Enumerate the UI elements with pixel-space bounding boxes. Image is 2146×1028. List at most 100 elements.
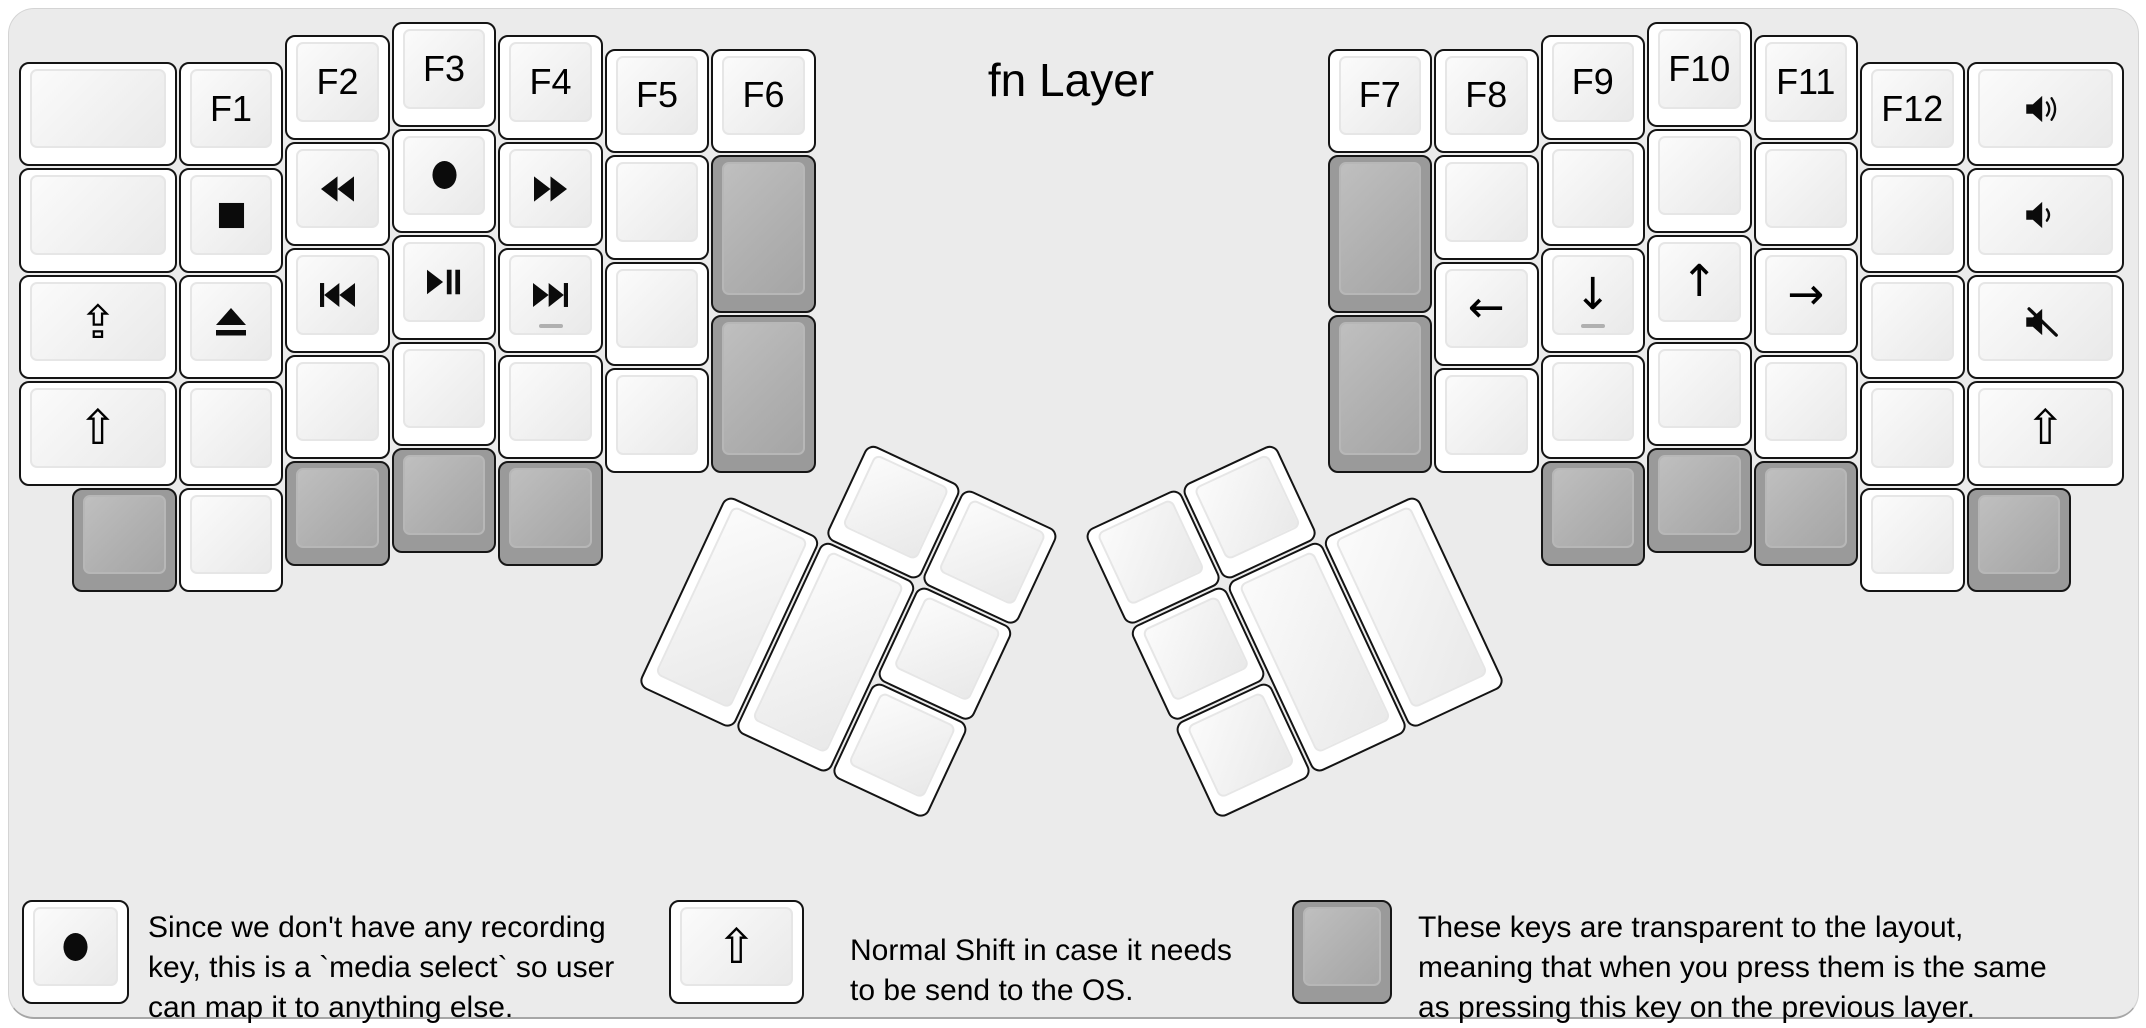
key-top — [189, 388, 273, 468]
transparent-key[interactable] — [711, 314, 816, 473]
key-top: F1 — [189, 68, 273, 149]
key-f3[interactable]: F3 — [391, 22, 497, 127]
play-pause-key[interactable] — [391, 235, 497, 340]
key-top: ⇪ — [30, 281, 166, 362]
key-f5[interactable]: F5 — [604, 48, 710, 154]
arrow-down-key[interactable]: ↓ — [1540, 248, 1645, 353]
blank-key[interactable] — [1860, 168, 1965, 273]
blank-key[interactable] — [1647, 341, 1752, 446]
key-top — [1338, 321, 1421, 455]
transparent-key[interactable] — [285, 461, 390, 566]
key-top — [402, 455, 486, 535]
key-top — [30, 175, 166, 255]
blank-key[interactable] — [1434, 368, 1539, 473]
blank-key[interactable] — [178, 487, 284, 593]
key-f7[interactable]: F7 — [1327, 48, 1432, 154]
key-label: F8 — [1465, 74, 1508, 116]
key-top — [189, 175, 273, 255]
arrow-left-key[interactable]: ← — [1434, 261, 1539, 367]
blank-key[interactable] — [1753, 354, 1858, 460]
blank-key[interactable] — [178, 381, 284, 486]
media-select-key[interactable] — [391, 128, 497, 233]
transparent-key[interactable] — [1753, 461, 1858, 566]
shift-key[interactable]: ⇧ — [19, 381, 177, 486]
key-top — [83, 494, 166, 575]
caps-lock-key[interactable]: ⇪ — [19, 274, 177, 380]
legend-text-line: These keys are transparent to the layout… — [1418, 911, 1964, 944]
arrow-up-icon: ↑ — [1680, 255, 1718, 307]
key-f10[interactable]: F10 — [1647, 22, 1752, 127]
key-f6[interactable]: F6 — [711, 48, 816, 154]
transparent-key[interactable] — [1327, 155, 1432, 313]
fast-forward-key[interactable] — [498, 141, 603, 247]
transparent-key[interactable] — [391, 448, 497, 553]
blank-key[interactable] — [604, 368, 710, 473]
key-f2[interactable]: F2 — [285, 35, 390, 140]
key-top: F11 — [1764, 42, 1847, 122]
key-top — [296, 361, 379, 442]
blank-key[interactable] — [1860, 274, 1965, 380]
blank-key[interactable] — [1860, 381, 1965, 486]
blank-key[interactable] — [285, 354, 390, 460]
key-top — [1871, 388, 1954, 468]
transparent-key[interactable] — [1327, 314, 1432, 473]
transparent-key[interactable] — [711, 155, 816, 313]
legend-text-line: key, this is a `media select` so user — [148, 951, 615, 984]
key-top — [1658, 348, 1741, 428]
key-f9[interactable]: F9 — [1540, 35, 1645, 140]
transparent-key[interactable] — [1647, 448, 1752, 553]
transparent-key[interactable] — [498, 461, 603, 566]
arrow-left-icon: ← — [1467, 282, 1505, 334]
transparent-key[interactable] — [1540, 461, 1645, 566]
key-f11[interactable]: F11 — [1753, 35, 1858, 140]
blank-key[interactable] — [1540, 354, 1645, 460]
key-top: F8 — [1445, 55, 1528, 136]
arrow-right-key[interactable]: → — [1753, 248, 1858, 353]
arrow-up-key[interactable]: ↑ — [1647, 235, 1752, 340]
key-top — [1096, 498, 1205, 606]
key-top — [402, 135, 486, 215]
next-track-key[interactable] — [498, 248, 603, 353]
key-top: F4 — [509, 42, 592, 122]
key-top — [1977, 68, 2114, 149]
shift-icon: ⇧ — [77, 400, 118, 457]
key-label: F10 — [1668, 47, 1731, 89]
blank-key[interactable] — [19, 168, 177, 273]
key-top: ← — [1445, 268, 1528, 349]
blank-key[interactable] — [1753, 141, 1858, 247]
transparent-key[interactable] — [72, 487, 177, 593]
blank-key[interactable] — [391, 341, 497, 446]
mute-key[interactable] — [1966, 274, 2125, 380]
key-top — [615, 162, 699, 242]
stop-key[interactable] — [178, 168, 284, 273]
record-icon — [431, 161, 457, 190]
key-top: F7 — [1338, 55, 1421, 136]
transparent-key[interactable] — [1966, 487, 2071, 593]
key-f1[interactable]: F1 — [178, 61, 284, 167]
key-top — [1871, 494, 1954, 575]
blank-key[interactable] — [1860, 487, 1965, 593]
eject-key[interactable] — [178, 274, 284, 380]
blank-key[interactable] — [19, 61, 177, 167]
blank-key[interactable] — [1540, 141, 1645, 247]
rewind-key[interactable] — [285, 141, 390, 247]
blank-key[interactable] — [1647, 128, 1752, 233]
blank-key[interactable] — [604, 261, 710, 367]
volume-down-key[interactable] — [1966, 168, 2125, 273]
blank-key[interactable] — [498, 354, 603, 460]
key-f12[interactable]: F12 — [1860, 61, 1965, 167]
legend-example-keycap: ⇧ — [669, 900, 804, 1004]
blank-key[interactable] — [1434, 155, 1539, 260]
key-f8[interactable]: F8 — [1434, 48, 1539, 154]
key-top — [1551, 361, 1634, 442]
key-top — [30, 68, 166, 149]
volume-up-icon — [2026, 95, 2057, 122]
key-f4[interactable]: F4 — [498, 35, 603, 140]
shift-key[interactable]: ⇧ — [1966, 381, 2125, 486]
volume-up-key[interactable] — [1966, 61, 2125, 167]
key-top — [1764, 148, 1847, 229]
blank-key[interactable] — [604, 155, 710, 260]
previous-track-key[interactable] — [285, 248, 390, 353]
legend-shift-text: Normal Shift in case it needs to be send… — [850, 931, 1232, 1011]
